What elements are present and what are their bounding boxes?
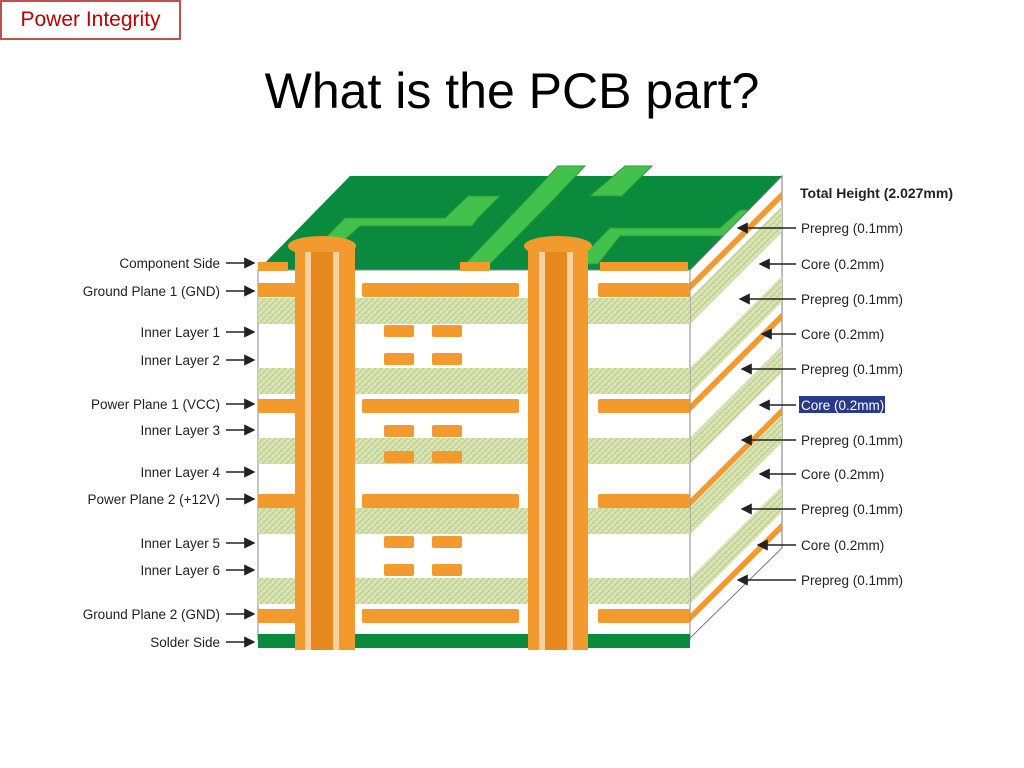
pad-l1-1 [384, 325, 414, 337]
right-label: Core (0.2mm) [801, 257, 884, 272]
left-label: Ground Plane 1 (GND) [83, 284, 220, 299]
section-tag: Power Integrity [0, 0, 181, 40]
side-plane-2 [690, 312, 782, 412]
highlight-box [799, 396, 885, 413]
right-label: Core (0.2mm) [801, 398, 884, 413]
side-prepreg-band-3 [690, 346, 782, 464]
left-label: Ground Plane 2 (GND) [83, 607, 220, 622]
right-label: Prepreg (0.1mm) [801, 433, 903, 448]
side-plane-1 [690, 191, 782, 291]
plane-gnd1-seg-3 [598, 283, 690, 297]
side-prepreg-band-1 [690, 206, 782, 324]
pad-l6-2 [432, 564, 462, 576]
right-label: Prepreg (0.1mm) [801, 502, 903, 517]
left-label: Inner Layer 3 [140, 423, 220, 438]
plane-p12v-seg-1 [258, 494, 298, 508]
plane-gnd1-seg-1 [258, 283, 298, 297]
pad-l6-1 [384, 564, 414, 576]
right-label: Prepreg (0.1mm) [801, 292, 903, 307]
right-label: Core (0.2mm) [801, 327, 884, 342]
right-label: Core (0.2mm) [801, 467, 884, 482]
left-label: Power Plane 2 (+12V) [88, 492, 220, 507]
pad-l3-2 [432, 425, 462, 437]
left-label: Inner Layer 2 [140, 353, 220, 368]
plane-gnd2-seg-1 [258, 609, 298, 623]
pad-l5-1 [384, 536, 414, 548]
plane-p12v-seg-2 [362, 494, 519, 508]
pad-l1-2 [432, 325, 462, 337]
plane-vcc-seg-1 [258, 399, 298, 413]
right-label: Core (0.2mm) [801, 538, 884, 553]
pad-l5-2 [432, 536, 462, 548]
right-label: Prepreg (0.1mm) [801, 362, 903, 377]
pad-l4-1 [384, 451, 414, 463]
via-right [524, 236, 592, 650]
left-label: Inner Layer 5 [140, 536, 220, 551]
via-left [288, 236, 356, 650]
plane-p12v-seg-3 [598, 494, 690, 508]
plane-gnd2-seg-2 [362, 609, 519, 623]
slide-title: What is the PCB part? [264, 63, 760, 119]
top-pad-1 [258, 262, 288, 271]
left-label: Inner Layer 4 [140, 465, 220, 480]
top-pad-2 [460, 262, 490, 271]
pad-l4-2 [432, 451, 462, 463]
pad-l3-1 [384, 425, 414, 437]
right-label: Prepreg (0.1mm) [801, 221, 903, 236]
left-label: Inner Layer 1 [140, 325, 220, 340]
plane-vcc-seg-3 [598, 399, 690, 413]
total-height-label: Total Height (2.027mm) [800, 185, 953, 201]
top-pad-3 [600, 262, 688, 271]
side-prepreg-band-5 [690, 486, 782, 604]
side-plane-3 [690, 407, 782, 507]
side-prepreg-band-2 [690, 276, 782, 394]
side-prepreg-band-4 [690, 416, 782, 534]
plane-vcc-seg-2 [362, 399, 519, 413]
pad-l2-2 [432, 353, 462, 365]
right-label: Prepreg (0.1mm) [801, 573, 903, 588]
plane-gnd1-seg-2 [362, 283, 519, 297]
right-labels: Prepreg (0.1mm) Core (0.2mm) Prepreg (0.1m… [736, 221, 903, 588]
plane-gnd2-seg-3 [598, 609, 690, 623]
left-label: Inner Layer 6 [140, 563, 220, 578]
left-label: Component Side [119, 256, 220, 271]
side-face-layers [690, 191, 782, 622]
left-label: Solder Side [150, 635, 220, 650]
pad-l2-1 [384, 353, 414, 365]
left-label: Power Plane 1 (VCC) [91, 397, 220, 412]
